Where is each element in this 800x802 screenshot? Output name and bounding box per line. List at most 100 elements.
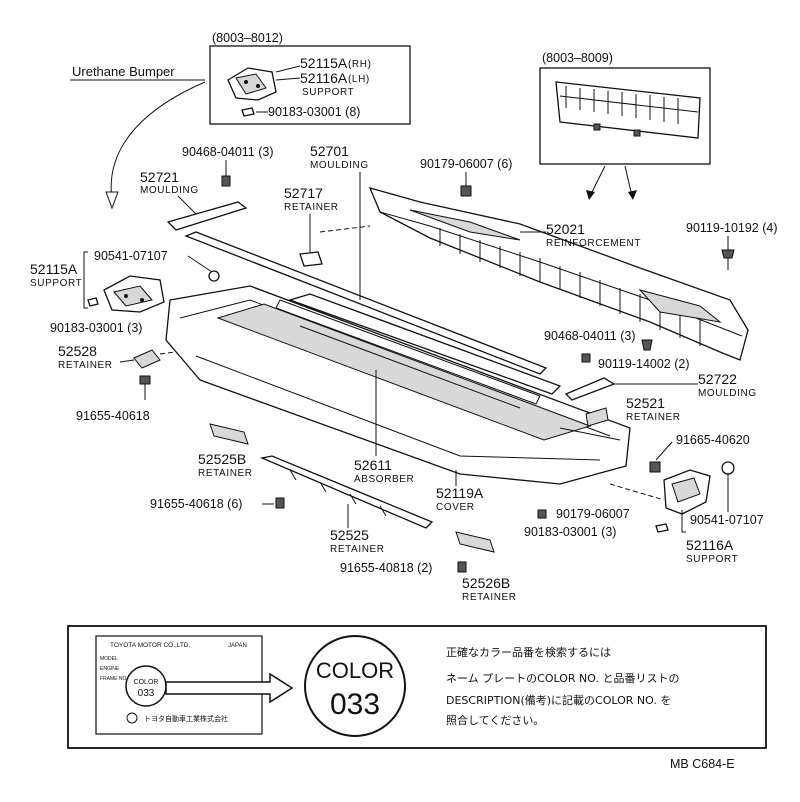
plate-model: MODEL: [100, 656, 118, 662]
p52528-label: 52528: [58, 343, 97, 359]
p52611-label: 52611: [354, 457, 392, 473]
screw-91665-icon: [649, 461, 661, 473]
pointer-arrow-icon: [165, 672, 294, 704]
inset-left-frame: [209, 45, 411, 125]
retainer-52528: [133, 349, 161, 369]
retainer-52717: [299, 251, 323, 267]
p90183a-label: 90183-03001 (3): [50, 321, 142, 335]
plate-country: JAPAN: [228, 643, 247, 649]
p90468a-label: 90468-04011 (3): [182, 145, 274, 159]
inset-left-range: (8003–8012): [212, 31, 283, 45]
p52525-label: 52525: [330, 527, 369, 543]
badge-color-code: 033: [330, 688, 380, 721]
p52116A-label: 52116A: [686, 537, 734, 553]
toyota-logo-icon: [126, 712, 138, 724]
clip-90468-icon: [221, 175, 231, 187]
inset-reinforcement-icon: [555, 81, 701, 139]
p91665-label: 91665-40620: [676, 433, 750, 447]
bracket-52116A: [681, 510, 686, 533]
retainer-52521: [585, 407, 609, 427]
bracket-52115A: [83, 251, 88, 309]
retainer-52525: [259, 455, 434, 529]
p90179a-label: 90179-06007 (6): [420, 157, 512, 171]
bolt-90119b-icon: [641, 339, 653, 351]
plate-color-code: 033: [138, 688, 155, 699]
moulding-52721: [166, 201, 248, 231]
p52115A-name: SUPPORT: [30, 278, 82, 289]
p90179b-label: 90179-06007: [556, 507, 630, 521]
p52021-name: REINFORCEMENT: [546, 238, 641, 249]
p52525B-label: 52525B: [198, 451, 246, 467]
moulding-52722: [564, 377, 616, 401]
support-52116A: [663, 469, 711, 515]
plate-maker-jp: トヨタ自動車工業株式会社: [144, 714, 228, 723]
p90119a-label: 90119-10192 (4): [686, 221, 778, 235]
p52701-name: MOULDING: [310, 160, 369, 171]
bolt-90119-icon: [721, 249, 735, 259]
p52721-name: MOULDING: [140, 185, 199, 196]
p52525-name: RETAINER: [330, 544, 385, 555]
badge-color-word: COLOR: [316, 658, 394, 683]
arrow-head-icon: [105, 191, 119, 210]
absorber-52611: [287, 293, 562, 395]
bolt-90183-left-icon: [87, 297, 99, 307]
screw-91655b-icon: [275, 497, 285, 509]
p90541b-label: 90541-07107: [690, 513, 764, 527]
support-52115A: [103, 275, 165, 313]
color-badge: [304, 635, 406, 737]
nut-90179b-icon: [537, 509, 547, 519]
p52021-label: 52021: [546, 221, 585, 237]
color-panel-frame: [67, 625, 767, 749]
plate-color-word: COLOR: [134, 679, 159, 686]
inset-lh-tag: (LH): [348, 74, 370, 85]
inset-support-name: SUPPORT: [302, 87, 354, 98]
p90468b-label: 90468-04011 (3): [544, 329, 636, 343]
p52721-label: 52721: [140, 169, 179, 185]
bumper-cover-52119A: [165, 285, 631, 485]
p91655a-label: 91655-40618: [76, 409, 150, 423]
plate-engine: ENGINE: [100, 666, 120, 672]
inset-52116A-label: 52116A: [300, 70, 348, 86]
reinforcement-52021: [368, 187, 749, 361]
p52526B-label: 52526B: [462, 575, 510, 591]
urethane-bumper-label: Urethane Bumper: [72, 64, 175, 79]
p52119A-name: COVER: [436, 502, 475, 513]
footer-code: MB C684-E: [670, 757, 735, 771]
p52526B-name: RETAINER: [462, 592, 517, 603]
screw-91655-icon: [139, 375, 151, 385]
inset-support-icon: [227, 67, 277, 101]
moulding-52701: [184, 231, 548, 375]
p52722-label: 52722: [698, 371, 737, 387]
inset-right-frame: [539, 67, 711, 165]
inset-52115A-label: 52115A: [300, 55, 348, 71]
p52525B-name: RETAINER: [198, 468, 253, 479]
inset-bolt-label: 90183-03001 (8): [268, 105, 360, 119]
p52521-name: RETAINER: [626, 412, 681, 423]
p90183b-label: 90183-03001 (3): [524, 525, 616, 539]
p52717-name: RETAINER: [284, 202, 339, 213]
plate-color-circle: [125, 665, 167, 707]
p52717-label: 52717: [284, 185, 323, 201]
clip-90468b-icon: [581, 353, 591, 363]
p52722-name: MOULDING: [698, 388, 757, 399]
retainer-52526B: [455, 531, 495, 553]
p52115A-label: 52115A: [30, 261, 78, 277]
plate-company: TOYOTA MOTOR CO.,LTD.: [110, 642, 191, 649]
inset-right-range: (8003–8009): [542, 51, 613, 65]
nut-90179-icon: [460, 185, 472, 197]
nut-90541b-icon: [721, 461, 735, 475]
note-line-3: DESCRIPTION(備考)に記載のCOLOR NO. を: [446, 693, 671, 707]
nut-90541-icon: [208, 270, 220, 282]
p52701-label: 52701: [310, 143, 349, 159]
bolt-90183b-icon: [655, 523, 669, 533]
p90119b-label: 90119-14002 (2): [598, 357, 690, 371]
p90541a-label: 90541-07107: [94, 249, 168, 263]
p52116A-name: SUPPORT: [686, 554, 738, 565]
p91655b-label: 91655-40618 (6): [150, 497, 242, 511]
p91655c-label: 91655-40818 (2): [340, 561, 432, 575]
p52119A-label: 52119A: [436, 485, 484, 501]
inset-bolt-icon: [241, 107, 255, 117]
p52528-name: RETAINER: [58, 360, 113, 371]
retainer-52525B: [209, 423, 249, 445]
